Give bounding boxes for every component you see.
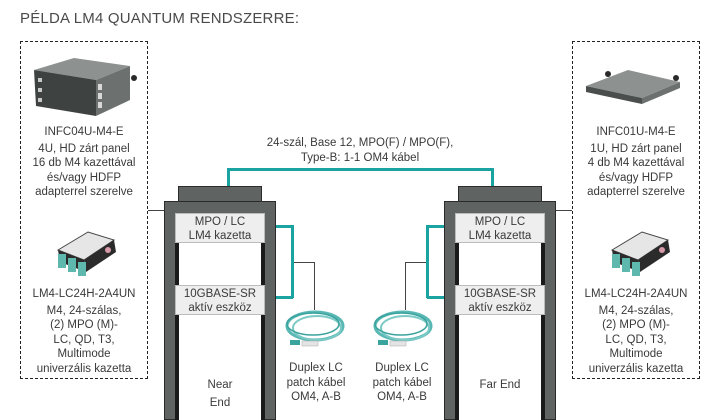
near-rack-interior <box>179 213 261 420</box>
left-cassette-line: M4, 24-szálas, <box>46 304 122 317</box>
far-patch-bracket-bottom <box>427 296 444 299</box>
right-cassette-line: M4, 24-szálas, <box>598 304 674 317</box>
left-product-caption: INFC04U-M4-E 4U, HD zárt panel 16 db M4 … <box>22 125 146 200</box>
patch-cable-label-line: patch kábel <box>372 376 432 389</box>
right-product-caption: INFC01U-M4-E 1U, HD zárt panel 4 db M4 k… <box>574 125 698 200</box>
near-patch-bracket-bottom <box>276 296 293 299</box>
near-device-label-line: aktív eszköz <box>188 302 252 314</box>
left-cassette-line: univerzális kazetta <box>36 362 132 375</box>
4u-enclosure-icon <box>34 58 137 116</box>
near-end-label-line: Near <box>207 379 233 391</box>
near-cassette-label: MPO / LC LM4 kazetta <box>175 213 265 243</box>
near-patch-leader-h <box>294 262 315 263</box>
right-product-line: 1U, HD zárt panel <box>590 142 682 155</box>
left-leader-line <box>148 210 164 211</box>
far-end-label: Far End <box>459 376 541 394</box>
left-product-line: és/vagy HDFP <box>46 171 122 184</box>
right-cassette-line: Multimode <box>609 348 663 360</box>
near-patch-leader-v <box>314 262 315 310</box>
right-leader-line <box>556 210 572 211</box>
left-product-box <box>20 41 148 379</box>
far-cassette-label-line: LM4 kazetta <box>468 230 532 242</box>
patch-cable-coil-icon <box>285 310 345 347</box>
lm4-cassette-icon <box>610 231 670 276</box>
near-end-label-line: End <box>209 397 231 409</box>
1u-enclosure-icon <box>586 70 680 104</box>
left-product-line: adapterrel szerelve <box>35 186 133 198</box>
left-product-line: 16 db M4 kazettával <box>32 157 136 169</box>
page-title: PÉLDA LM4 QUANTUM RENDSZERRE: <box>20 10 300 27</box>
patch-cable-label-line: patch kábel <box>286 376 346 389</box>
right-cassette-line: (2) MPO (M)- <box>602 319 670 331</box>
trunk-cable-line: Type-B: 1-1 OM4 kábel <box>300 151 420 164</box>
trunk-cable-line: 24-szál, Base 12, MPO(F) / MPO(F), <box>266 137 454 149</box>
patch-cable-label: Duplex LC patch kábel OM4, A-B <box>366 361 438 405</box>
right-product-line: és/vagy HDFP <box>598 171 674 184</box>
far-device-label-line: aktív eszköz <box>468 302 532 314</box>
far-patch-leader-v <box>405 262 406 310</box>
left-cassette-line: (2) MPO (M)- <box>50 319 118 331</box>
near-device-label-line: 10GBASE-SR <box>183 288 257 300</box>
right-cassette-line: univerzális kazetta <box>588 362 684 375</box>
patch-cable-label-line: OM4, A-B <box>291 391 341 403</box>
lm4-cassette-icon <box>56 231 116 276</box>
near-patch-bracket-top <box>276 225 293 228</box>
patch-cable-label: Duplex LC patch kábel OM4, A-B <box>280 361 352 405</box>
left-cassette-caption: LM4-LC24H-2A4UN M4, 24-szálas, (2) MPO (… <box>22 287 146 376</box>
far-device-label: 10GBASE-SR aktív eszköz <box>455 285 545 315</box>
near-rack-top <box>178 186 262 202</box>
far-cassette-label-line: MPO / LC <box>474 216 526 228</box>
near-device-label: 10GBASE-SR aktív eszköz <box>175 285 265 315</box>
near-end-label: Near End <box>179 376 261 412</box>
trunk-cable-left-drop <box>227 168 230 186</box>
patch-cable-label-line: Duplex LC <box>375 362 429 374</box>
far-patch-bracket-top <box>427 225 444 228</box>
near-patch-bracket-side <box>291 225 294 298</box>
trunk-cable-label: 24-szál, Base 12, MPO(F) / MPO(F), Type-… <box>230 136 490 165</box>
left-product-line: 4U, HD zárt panel <box>38 142 130 155</box>
left-cassette-line: Multimode <box>57 348 111 360</box>
far-patch-bracket-side <box>426 225 429 298</box>
trunk-cable-right-drop <box>491 168 494 186</box>
left-cassette-line: LC, QD, T3, <box>53 333 115 346</box>
patch-cable-coil-icon <box>373 310 433 347</box>
right-cassette-code: LM4-LC24H-2A4UN <box>584 288 688 300</box>
trunk-cable <box>227 168 494 171</box>
right-cassette-caption: LM4-LC24H-2A4UN M4, 24-szálas, (2) MPO (… <box>574 287 698 376</box>
near-cassette-label-line: LM4 kazetta <box>188 230 252 242</box>
far-rack-interior <box>459 213 541 420</box>
right-product-code: INFC01U-M4-E <box>596 126 676 138</box>
far-rack-top <box>458 186 542 202</box>
far-patch-leader-h <box>405 262 426 263</box>
far-cassette-label: MPO / LC LM4 kazetta <box>455 213 545 243</box>
right-cassette-line: LC, QD, T3, <box>605 333 667 346</box>
left-product-code: INFC04U-M4-E <box>44 126 124 138</box>
left-cassette-code: LM4-LC24H-2A4UN <box>32 288 136 300</box>
patch-cable-label-line: OM4, A-B <box>377 391 427 403</box>
right-product-box <box>572 41 700 379</box>
patch-cable-label-line: Duplex LC <box>289 362 343 374</box>
far-device-label-line: 10GBASE-SR <box>463 288 537 300</box>
right-product-line: 4 db M4 kazettával <box>587 157 685 169</box>
right-product-line: adapterrel szerelve <box>587 186 685 198</box>
far-end-label-line: Far End <box>479 379 521 391</box>
near-cassette-label-line: MPO / LC <box>194 216 246 228</box>
